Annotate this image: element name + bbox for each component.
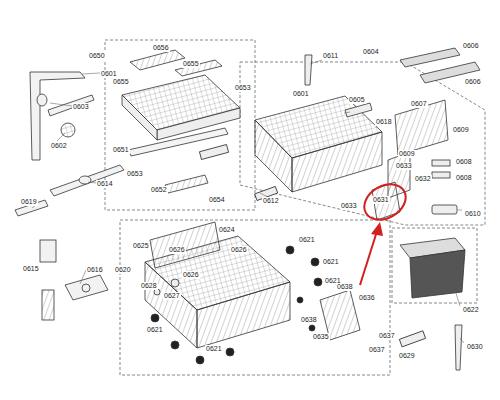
callout-number: 0626	[230, 246, 248, 254]
callout-number: 0638	[300, 316, 318, 324]
callout-number: 0602	[50, 142, 68, 150]
callout-number: 0655	[182, 60, 200, 68]
callout-number: 0638	[336, 283, 354, 291]
callout-number: 0610	[464, 210, 482, 218]
callout-number: 0626	[182, 271, 200, 279]
callout-number: 0603	[72, 103, 90, 111]
callout-number: 0631	[372, 196, 390, 204]
callout-number: 0621	[298, 236, 316, 244]
callout-number: 0618	[375, 118, 393, 126]
callout-number: 0608	[455, 158, 473, 166]
callout-number: 0635	[312, 333, 330, 341]
callout-number: 0654	[208, 196, 226, 204]
callout-number: 0625	[132, 242, 150, 250]
callout-number: 0619	[20, 198, 38, 206]
callout-number: 0609	[398, 150, 416, 158]
callout-number: 0650	[88, 52, 106, 60]
callout-number: 0636	[358, 294, 376, 302]
callout-number: 0624	[218, 226, 236, 234]
callout-number: 0621	[205, 345, 223, 353]
callout-number: 0653	[234, 84, 252, 92]
callout-number: 0655	[112, 78, 130, 86]
callout-number: 0633	[340, 202, 358, 210]
callout-number: 0621	[322, 258, 340, 266]
callout-number: 0612	[262, 197, 280, 205]
callout-number: 0637	[378, 332, 396, 340]
callout-number: 0633	[395, 162, 413, 170]
callout-number: 0611	[322, 52, 339, 60]
callout-number: 0620	[114, 266, 132, 274]
callout-number: 0656	[152, 44, 170, 52]
callout-number: 0607	[410, 100, 428, 108]
callout-number: 0652	[150, 186, 168, 194]
callout-number: 0628	[140, 282, 158, 290]
callout-number: 0630	[466, 343, 484, 351]
callout-number: 0627	[163, 292, 181, 300]
callout-number: 0615	[22, 265, 40, 273]
callout-number: 0605	[348, 96, 366, 104]
callout-number: 0621	[146, 326, 164, 334]
callout-number: 0608	[455, 174, 473, 182]
callout-number: 0601	[292, 90, 310, 98]
callout-number: 0609	[452, 126, 470, 134]
callout-number: 0629	[398, 352, 416, 360]
callout-number: 0616	[86, 266, 104, 274]
callout-number: 0622	[462, 306, 480, 314]
callout-number: 0606	[462, 42, 480, 50]
callout-number: 0637	[368, 346, 386, 354]
callout-number: 0604	[362, 48, 380, 56]
callout-number: 0614	[96, 180, 114, 188]
callout-number: 0606	[464, 78, 482, 86]
callout-number: 0653	[126, 170, 144, 178]
callout-number: 0626	[168, 246, 186, 254]
callout-number: 0601	[100, 70, 118, 78]
callout-number: 0651	[112, 146, 130, 154]
callout-number: 0632	[414, 175, 432, 183]
